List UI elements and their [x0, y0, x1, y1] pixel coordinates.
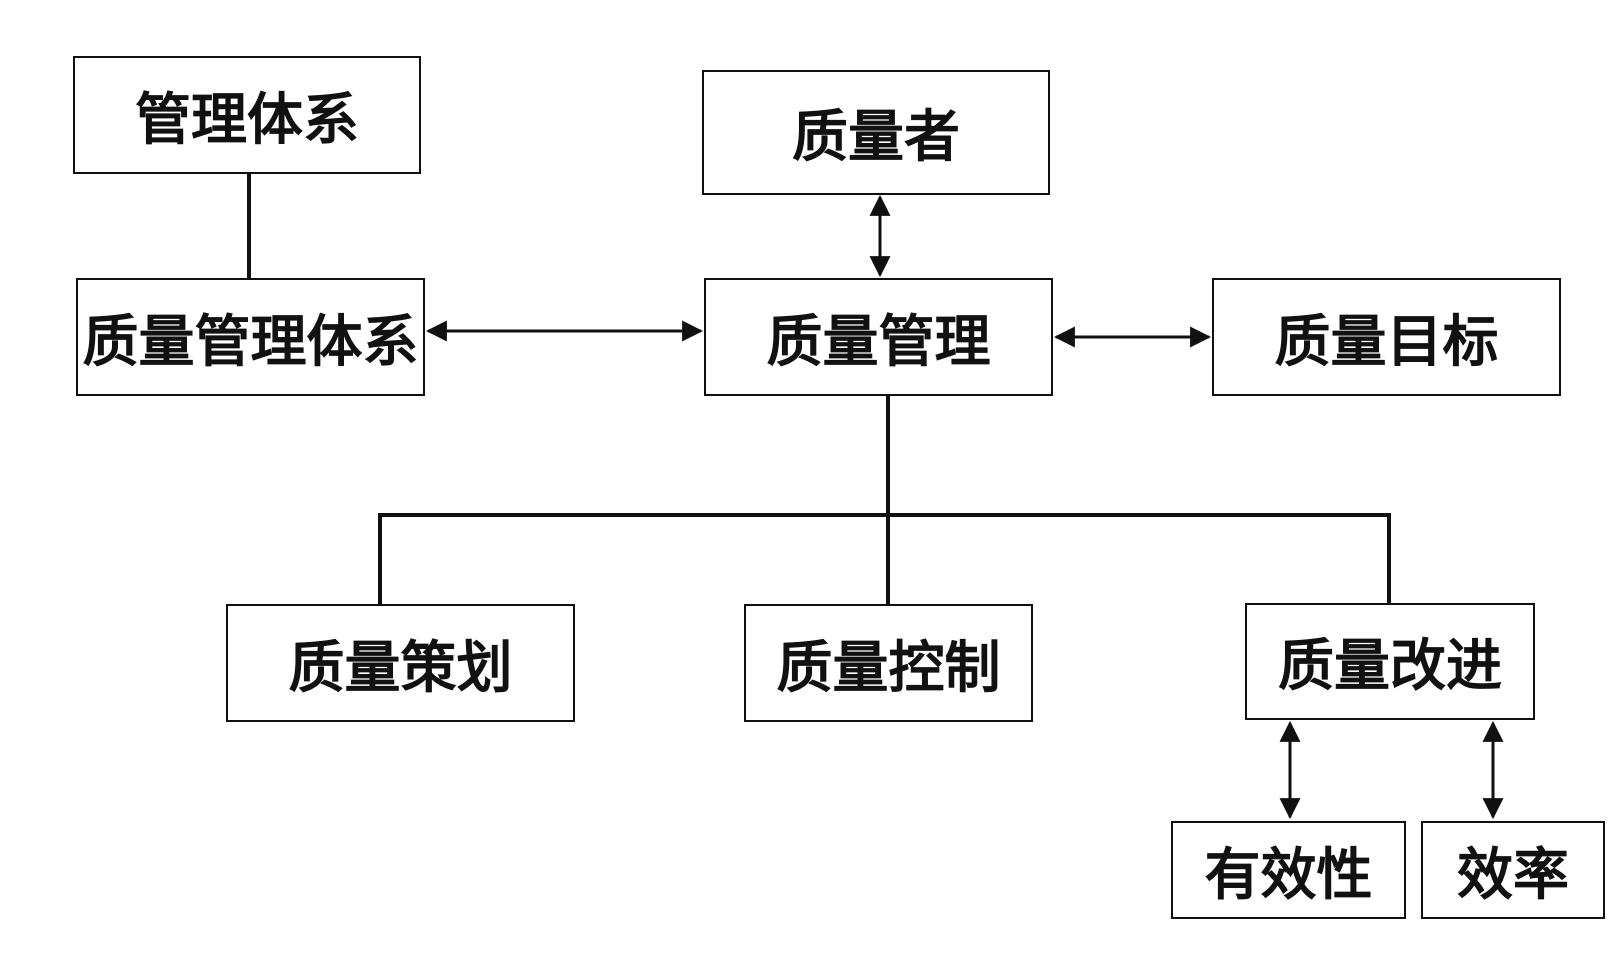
- node-management-system: 管理体系: [73, 56, 421, 174]
- node-quality-person: 质量者: [702, 70, 1050, 195]
- node-quality-improvement: 质量改进: [1245, 603, 1535, 720]
- node-quality-planning: 质量策划: [226, 604, 575, 722]
- node-quality-management: 质量管理: [704, 278, 1053, 396]
- node-effectiveness: 有效性: [1171, 821, 1406, 919]
- node-efficiency: 效率: [1421, 821, 1605, 919]
- node-quality-management-system: 质量管理体系: [76, 278, 425, 396]
- node-quality-control: 质量控制: [744, 604, 1033, 722]
- node-quality-objective: 质量目标: [1212, 278, 1561, 396]
